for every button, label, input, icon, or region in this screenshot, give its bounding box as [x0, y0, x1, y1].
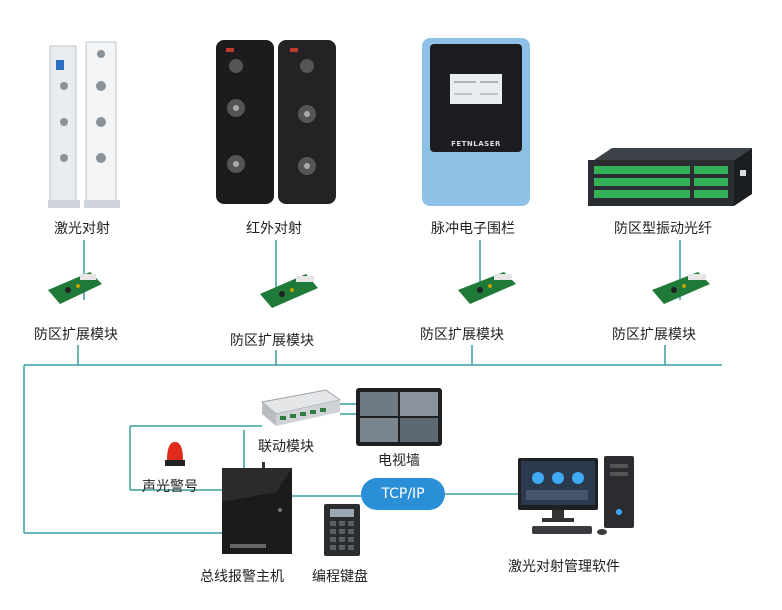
zone-expansion-module-4	[648, 268, 712, 308]
laser-beam-detector	[46, 38, 126, 210]
alarm-host-icon	[222, 462, 292, 554]
label-pulse-fence: 脉冲电子围栏	[431, 221, 515, 237]
programming-keypad	[324, 504, 360, 556]
pulse-fence-icon	[422, 38, 530, 206]
label-zone-module-3: 防区扩展模块	[420, 327, 504, 343]
vibration-fiber-host	[584, 140, 756, 212]
management-pc	[518, 456, 642, 538]
vibration-fiber-icon	[588, 148, 752, 206]
label-linkage-module: 联动模块	[258, 439, 314, 455]
laser-beam-icon	[48, 41, 120, 208]
pcb-icon	[652, 272, 710, 304]
pcb-icon	[48, 272, 102, 304]
label-infrared-beam: 红外对射	[246, 221, 302, 237]
label-zone-module-2: 防区扩展模块	[230, 333, 314, 349]
label-keypad: 编程键盘	[312, 569, 368, 585]
pulse-fence-brand: FETNLASER	[451, 140, 501, 148]
label-zone-module-4: 防区扩展模块	[612, 327, 696, 343]
zone-expansion-module-3	[454, 268, 518, 308]
label-laser-beam: 激光对射	[54, 221, 110, 237]
zone-expansion-module-2	[256, 270, 320, 314]
label-tv-wall: 电视墙	[378, 453, 420, 469]
label-bus-alarm-host: 总线报警主机	[200, 569, 284, 585]
tcp-ip-badge: TCP/IP	[361, 478, 445, 510]
pcb-icon	[260, 274, 318, 308]
label-vibration-fiber: 防区型振动光纤	[614, 221, 712, 237]
sound-light-alarm	[162, 438, 188, 468]
bus-alarm-host	[222, 462, 294, 556]
keypad-icon	[324, 504, 360, 556]
linkage-module	[256, 388, 342, 428]
tv-wall	[356, 388, 442, 446]
linkage-module-icon	[260, 389, 342, 426]
label-sound-light-alarm: 声光警号	[142, 479, 198, 495]
label-management-software: 激光对射管理软件	[508, 559, 620, 575]
pcb-icon	[458, 272, 516, 304]
label-zone-module-1: 防区扩展模块	[34, 327, 118, 343]
tv-wall-icon	[356, 388, 442, 446]
zone-expansion-module-1	[44, 268, 104, 308]
infrared-beam-detector	[214, 36, 338, 208]
infrared-beam-icon	[216, 40, 336, 204]
siren-icon	[165, 442, 185, 466]
pulse-fence-host: FETNLASER	[420, 36, 532, 208]
computer-icon	[518, 456, 634, 535]
